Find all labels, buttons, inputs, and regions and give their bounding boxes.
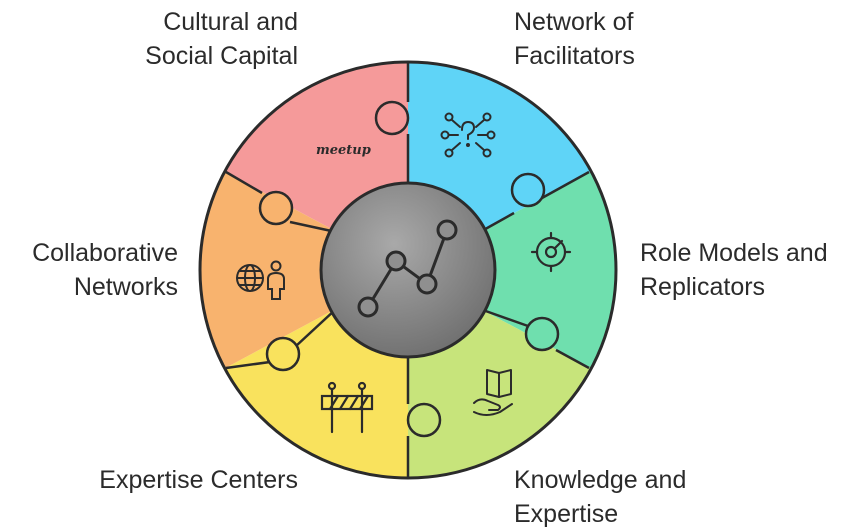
compass-icon	[530, 231, 572, 273]
puzzle-tab-collab	[258, 190, 294, 226]
puzzle-tab-knowledge	[406, 402, 442, 438]
label-line: Expertise Centers	[99, 466, 298, 494]
barrier-icon	[320, 381, 374, 434]
label-line: Social Capital	[145, 42, 298, 70]
sector-collaborative-networks	[200, 62, 408, 478]
book-hand-icon	[473, 369, 513, 416]
label-collaborative-networks: Collaborative Networks	[32, 236, 178, 304]
label-line: Networks	[73, 273, 178, 301]
sector-dividers	[225, 62, 590, 478]
label-line: Cultural and	[163, 8, 298, 36]
label-line: Replicators	[640, 273, 766, 301]
label-role-models-replicators: Role Models and Replicators	[640, 236, 828, 304]
meetup-icon: meetup	[316, 143, 371, 158]
puzzle-tab-expcenters	[265, 336, 301, 372]
network-question-icon	[440, 112, 496, 158]
puzzle-tab-network	[510, 172, 546, 208]
sector-role-models	[408, 62, 616, 478]
puzzle-tab-cultural	[374, 100, 410, 136]
label-knowledge-expertise: Knowledge and Expertise	[514, 463, 686, 531]
label-line: Facilitators	[514, 42, 635, 70]
label-line: Role Models and	[640, 239, 828, 267]
label-line: Collaborative	[32, 239, 178, 267]
label-line: Knowledge and	[514, 466, 687, 494]
label-network-of-facilitators: Network of Facilitators	[514, 5, 635, 73]
label-cultural-social-capital: Cultural and Social Capital	[145, 5, 298, 73]
label-expertise-centers: Expertise Centers	[99, 463, 298, 497]
label-line: Expertise	[514, 500, 619, 528]
puzzle-tab-role	[524, 316, 560, 352]
label-line: Network of	[514, 8, 634, 36]
line-chart-icon	[357, 219, 458, 318]
globe-person-icon	[236, 260, 285, 300]
